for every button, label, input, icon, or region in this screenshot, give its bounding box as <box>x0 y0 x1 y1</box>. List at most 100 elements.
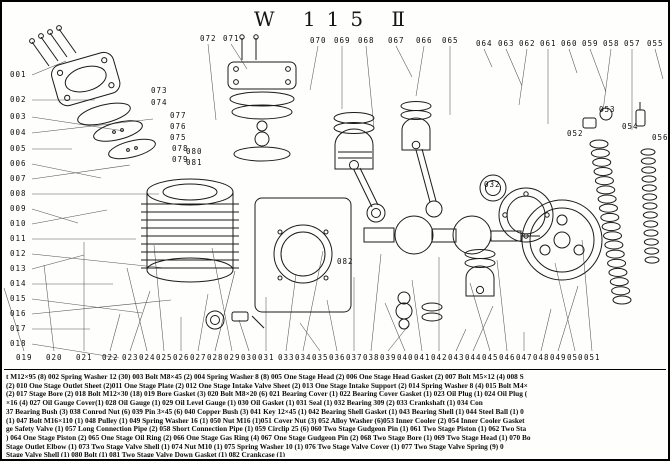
part-number-label-002: 002 <box>10 95 27 104</box>
part-number-label-058: 058 <box>603 39 620 48</box>
part-number-label-064: 064 <box>476 39 493 48</box>
part-number-label-068: 068 <box>358 36 375 45</box>
part-number-label-070: 070 <box>310 36 327 45</box>
part-number-label-055: 055 <box>647 39 664 48</box>
oil-gauge-parts <box>205 310 265 330</box>
center-head-assembly <box>227 34 297 162</box>
part-number-label-015: 015 <box>10 294 27 303</box>
valve-plate-stack-left <box>77 102 156 160</box>
part-number-label-014: 014 <box>10 279 27 288</box>
part-number-label-069: 069 <box>334 36 351 45</box>
page-title: W 115 Ⅱ <box>253 7 417 31</box>
part-number-label-042: 042 <box>431 353 448 362</box>
part-number-label-001: 001 <box>10 70 27 79</box>
crankshaft <box>363 215 540 255</box>
part-number-label-048: 048 <box>533 353 550 362</box>
part-number-label-057: 057 <box>624 39 641 48</box>
part-number-label-036: 036 <box>329 353 346 362</box>
bearing <box>479 174 507 202</box>
piston-assembly-one-stage <box>333 112 386 223</box>
piston-assembly-two-stage <box>400 101 443 218</box>
part-number-label-037: 037 <box>346 353 363 362</box>
part-number-label-060: 060 <box>561 39 578 48</box>
part-number-label-017: 017 <box>10 324 27 333</box>
part-number-label-049: 049 <box>550 353 567 362</box>
part-number-label-004: 004 <box>10 128 27 137</box>
part-number-label-043: 043 <box>448 353 465 362</box>
part-number-label-032: 032 <box>484 180 501 189</box>
part-number-label-059: 059 <box>582 39 599 48</box>
part-number-label-081: 081 <box>186 158 203 167</box>
parts-list-line: t M12×95 (8) 002 Spring Washer 12 (30) 0… <box>6 373 524 381</box>
part-number-label-071: 071 <box>223 34 240 43</box>
intercooler-hose-2 <box>640 148 660 264</box>
part-number-label-038: 038 <box>363 353 380 362</box>
parts-list-line: (2) 010 One Stage Outlet Sheet (2)011 On… <box>6 380 528 390</box>
divider-line <box>4 369 666 370</box>
part-number-label-077: 077 <box>170 111 187 120</box>
head-bolts-left <box>29 25 77 67</box>
parts-list-line: ) 064 One Stage Piston (2) 065 One Stage… <box>6 432 531 442</box>
parts-list-line: Stage Outlet Elbow (1) 073 Two Stage Val… <box>6 441 504 451</box>
part-number-label-006: 006 <box>10 159 27 168</box>
part-number-label-044: 044 <box>465 353 482 362</box>
crankcase <box>254 197 352 313</box>
leader-lines <box>3 43 664 359</box>
part-number-label-056: 056 <box>652 133 669 142</box>
part-number-label-021: 021 <box>76 353 93 362</box>
part-number-label-067: 067 <box>388 36 405 45</box>
part-number-label-073: 073 <box>151 86 168 95</box>
part-number-label-025: 025 <box>156 353 173 362</box>
pulley <box>521 199 603 281</box>
part-number-label-020: 020 <box>46 353 63 362</box>
part-number-label-050: 050 <box>567 353 584 362</box>
part-number-label-029: 029 <box>224 353 241 362</box>
part-number-label-033: 033 <box>278 353 295 362</box>
two-stage-piston-parts <box>464 249 496 297</box>
part-number-label-022: 022 <box>102 353 119 362</box>
part-number-label-009: 009 <box>10 204 27 213</box>
parts-list-line: (1) 047 Bolt M16×110 (1) 048 Pulley (1) … <box>6 415 525 425</box>
part-number-label-079: 079 <box>172 155 189 164</box>
part-number-label-052: 052 <box>567 129 584 138</box>
part-number-label-074: 074 <box>151 98 168 107</box>
part-number-label-007: 007 <box>10 174 27 183</box>
part-number-label-051: 051 <box>584 353 601 362</box>
part-number-label-011: 011 <box>10 234 27 243</box>
part-number-label-023: 023 <box>122 353 139 362</box>
part-number-label-075: 075 <box>170 133 187 142</box>
part-number-label-016: 016 <box>10 309 27 318</box>
part-number-label-078: 078 <box>172 144 189 153</box>
part-number-label-065: 065 <box>442 36 459 45</box>
part-number-label-030: 030 <box>241 353 258 362</box>
part-number-label-066: 066 <box>416 36 433 45</box>
cooler-fittings <box>582 102 646 129</box>
part-number-label-046: 046 <box>499 353 516 362</box>
part-number-label-072: 072 <box>200 34 217 43</box>
part-number-label-008: 008 <box>10 189 27 198</box>
part-number-label-047: 047 <box>516 353 533 362</box>
part-number-label-053: 053 <box>599 105 616 114</box>
part-number-label-010: 010 <box>10 219 27 228</box>
part-number-label-062: 062 <box>519 39 536 48</box>
part-number-label-082: 082 <box>337 257 354 266</box>
part-number-label-039: 039 <box>380 353 397 362</box>
part-number-label-031: 031 <box>258 353 275 362</box>
bearing-cover <box>498 187 554 243</box>
parts-list: t M12×95 (8) 002 Spring Washer 12 (30) 0… <box>6 373 666 457</box>
one-stage-cylinder-left <box>141 178 239 283</box>
parts-list-line: 37 Bearing Bush (3) 038 Conrod Nut (6) 0… <box>6 406 524 416</box>
part-number-label-040: 040 <box>397 353 414 362</box>
one-stage-head-left <box>51 51 121 107</box>
part-number-label-013: 013 <box>10 264 27 273</box>
parts-list-line: ge Safety Valve (1) 057 Long Connection … <box>6 424 527 434</box>
valve-parts-bottom <box>395 291 443 330</box>
part-number-label-018: 018 <box>10 339 27 348</box>
part-number-label-034: 034 <box>295 353 312 362</box>
part-number-label-076: 076 <box>170 122 187 131</box>
part-number-label-027: 027 <box>190 353 207 362</box>
part-number-label-061: 061 <box>540 39 557 48</box>
part-number-label-024: 024 <box>139 353 156 362</box>
